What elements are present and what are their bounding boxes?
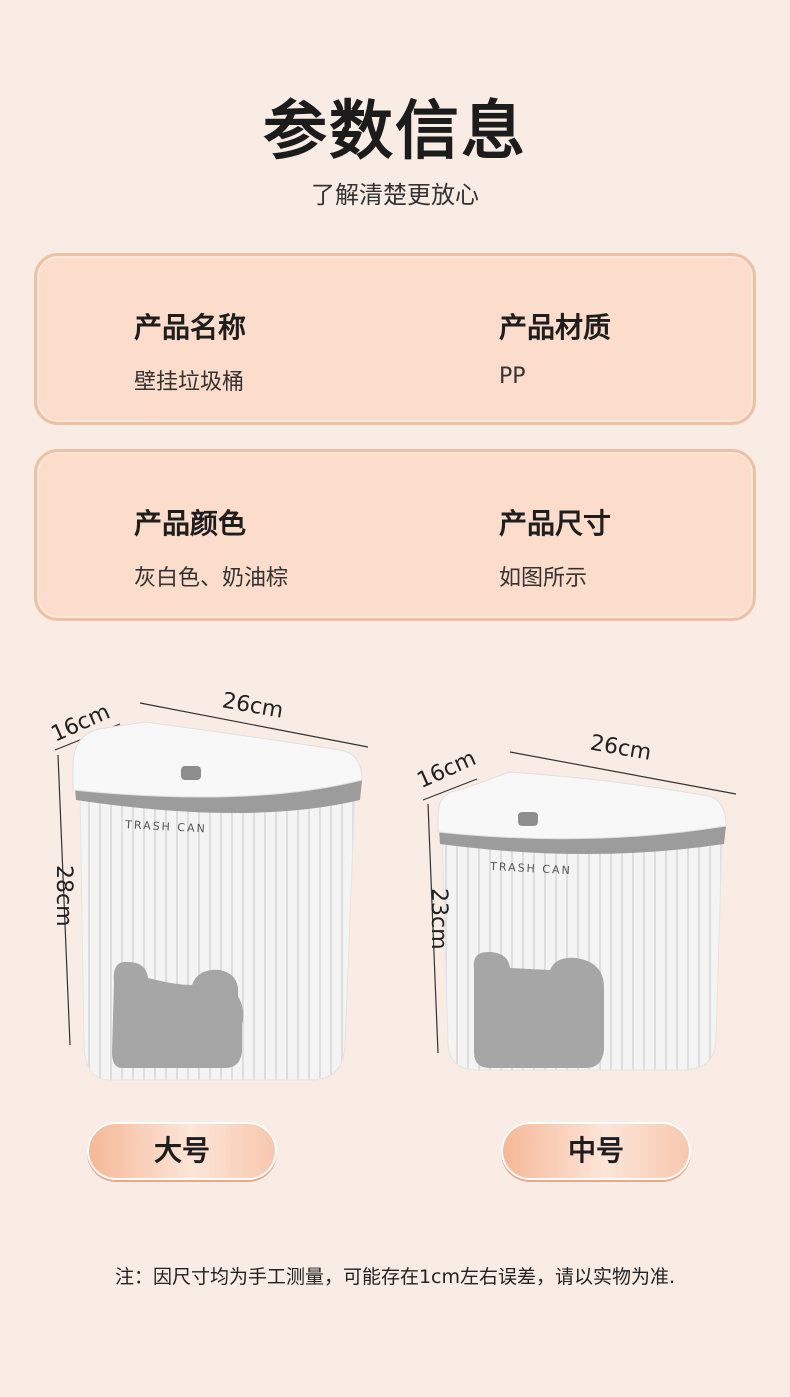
height-dimension-line xyxy=(427,803,439,1054)
spec-label: 产品尺寸 xyxy=(499,507,612,540)
spec-product-name: 产品名称 壁挂垃圾桶 xyxy=(134,306,246,396)
size-tag-medium: 中号 xyxy=(501,1122,691,1180)
bear-door xyxy=(112,961,244,1068)
depth-dimension-line xyxy=(422,778,478,801)
height-dimension-line xyxy=(57,754,71,1046)
can-brand-text: TRASH CAN xyxy=(124,818,207,835)
spec-value: 壁挂垃圾桶 xyxy=(134,370,245,395)
spec-label: 产品材质 xyxy=(499,311,612,344)
measurement-note: 注：因尺寸均为手工测量，可能存在1cm左右误差，请以实物为准. xyxy=(114,1266,676,1288)
spec-value: 如图所示 xyxy=(499,566,588,591)
lid xyxy=(437,771,727,840)
lid-latch xyxy=(181,766,201,780)
medium-trash-can-illustration: TRASH CAN 16cm 26cm 23cm xyxy=(414,731,737,1071)
width-dimension-line xyxy=(139,702,369,748)
spec-value: PP xyxy=(499,364,526,389)
spec-value: 灰白色、奶油棕 xyxy=(134,566,289,591)
size-tag-large: 大号 xyxy=(87,1122,277,1180)
spec-size: 产品尺寸 如图所示 xyxy=(499,502,611,592)
height-label: 23cm xyxy=(426,888,451,950)
large-trash-can-illustration: TRASH CAN 16cm 26cm 28cm xyxy=(47,688,369,1081)
width-label: 26cm xyxy=(220,688,285,723)
page-subtitle: 了解清楚更放心 xyxy=(311,181,479,209)
bear-door xyxy=(473,952,604,1068)
spec-card-1: 产品名称 壁挂垃圾桶 产品材质 PP xyxy=(34,253,756,425)
width-dimension-line xyxy=(509,751,737,795)
lid xyxy=(72,721,363,798)
spec-material: 产品材质 PP xyxy=(499,306,611,389)
height-label: 28cm xyxy=(51,865,76,927)
spec-color: 产品颜色 灰白色、奶油棕 xyxy=(134,502,288,592)
spec-card-2: 产品颜色 灰白色、奶油棕 产品尺寸 如图所示 xyxy=(34,449,756,621)
spec-label: 产品名称 xyxy=(134,311,247,344)
can-brand-text: TRASH CAN xyxy=(489,860,572,877)
width-label: 26cm xyxy=(588,731,653,766)
page-title: 参数信息 xyxy=(263,95,527,169)
spec-label: 产品颜色 xyxy=(134,507,247,540)
lid-latch xyxy=(518,812,538,826)
